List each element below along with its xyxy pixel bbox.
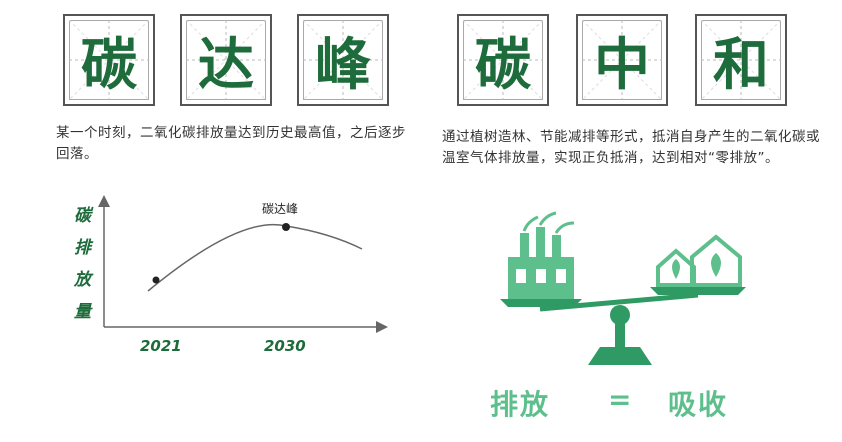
title-char: 达 [198, 32, 254, 98]
green-house-icon [656, 234, 742, 287]
factory-icon [508, 211, 575, 299]
y-label-char: 放 [73, 270, 94, 290]
title-char-box-right-1: 碳 [457, 14, 549, 106]
title-char: 碳 [81, 32, 137, 98]
peak-label: 碳达峰 [262, 202, 298, 216]
scale-post [615, 317, 625, 347]
x-tick-2030: 2030 [264, 337, 306, 355]
title-char: 峰 [315, 32, 371, 98]
y-label-char: 排 [74, 238, 94, 258]
title-char: 碳 [475, 32, 531, 98]
title-char-box-right-2: 中 [576, 14, 668, 106]
x-tick-2021: 2021 [140, 337, 182, 355]
right-pan [650, 287, 746, 295]
title-char-box-left-2: 达 [180, 14, 272, 106]
equation-left: 排放 [490, 388, 551, 421]
title-char: 和 [713, 32, 769, 98]
grid-lines [462, 19, 544, 101]
balance-scale-illustration [500, 211, 746, 365]
title-char: 中 [594, 32, 650, 98]
title-char-box-left-1: 碳 [63, 14, 155, 106]
carbon-peak-description: 某一个时刻，二氧化碳排放量达到历史最高值，之后逐步回落。 [56, 125, 406, 162]
grid-lines [68, 19, 150, 101]
title-char-box-right-3: 和 [695, 14, 787, 106]
equation-operator: = [608, 383, 634, 416]
scale-beam [539, 292, 699, 312]
peak-point [282, 223, 290, 231]
grid-lines [185, 19, 267, 101]
scale-base [588, 347, 652, 365]
y-label-char: 量 [74, 302, 93, 322]
grid-lines [581, 19, 663, 101]
carbon-neutral-description: 通过植树造林、节能减排等形式，抵消自身产生的二氧化碳或温室气体排放量，实现正负抵… [442, 129, 820, 166]
emission-curve-chart: 碳 排 放 量 碳达峰 2021 2030 [73, 195, 388, 355]
balance-equation: 排放 = 吸收 [490, 383, 770, 423]
equation-right: 吸收 [668, 388, 729, 421]
emission-curve [147, 223, 363, 292]
point-2021 [152, 276, 160, 284]
title-char-box-left-3: 峰 [297, 14, 389, 106]
grid-lines [700, 19, 782, 101]
y-label-char: 碳 [74, 206, 94, 226]
grid-lines [302, 19, 384, 101]
